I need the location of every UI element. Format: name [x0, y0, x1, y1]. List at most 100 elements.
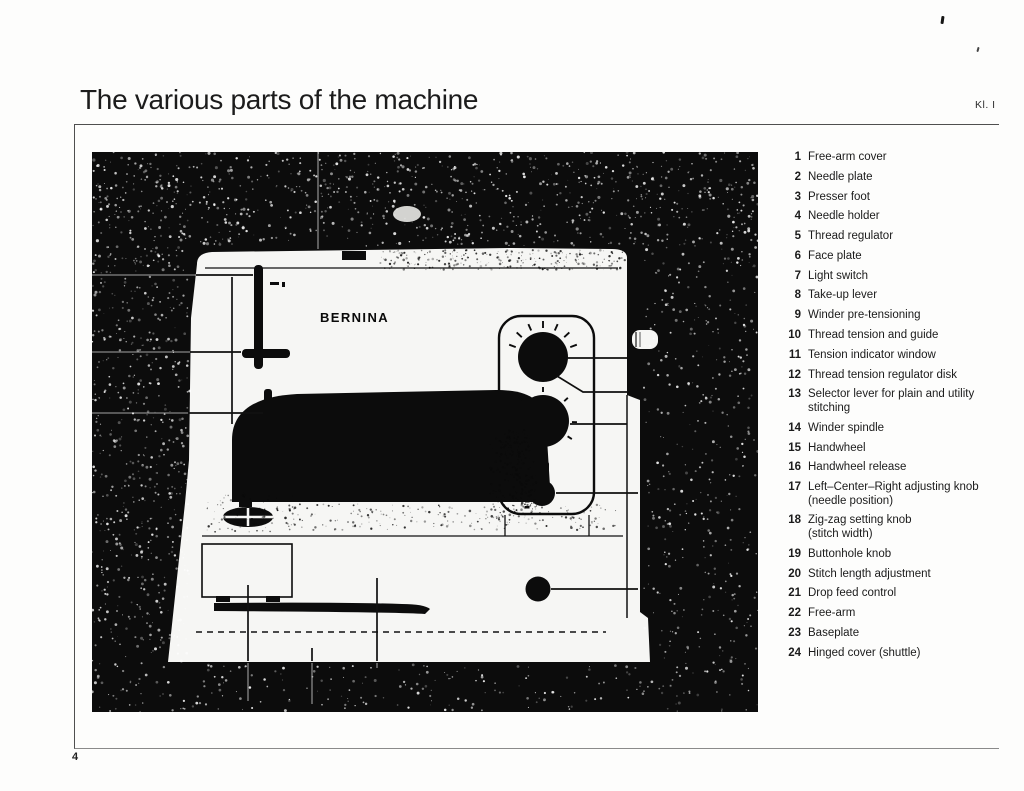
part-label: Tension indicator window: [808, 348, 936, 361]
part-label: Needle holder: [808, 210, 880, 223]
cover-tab: [216, 596, 230, 602]
part-number: 19: [788, 547, 801, 560]
thread-regulator-slot: [242, 349, 290, 358]
takeup-mark: [270, 282, 279, 285]
part-item: 14 Winder spindle: [784, 422, 1012, 436]
stitch-lever-stem: [536, 461, 549, 483]
part-number: 20: [788, 567, 801, 580]
needle-bar-rod: [243, 414, 248, 452]
part-number: 10: [788, 329, 801, 342]
part-item: 23 Baseplate: [784, 627, 1012, 641]
part-number: 5: [794, 230, 801, 243]
part-label: Stitch length adjustment: [808, 567, 931, 580]
cover-tab: [266, 596, 280, 602]
stitch-length-knob: [529, 480, 555, 506]
part-label: Free-arm: [808, 607, 856, 620]
part-item: 4 Needle holder: [784, 210, 1012, 224]
part-item: 12 Thread tension regulator disk: [784, 369, 1012, 383]
part-item: 21 Drop feed control: [784, 587, 1012, 601]
throat-shadow: [232, 390, 551, 502]
part-number: 2: [794, 170, 801, 183]
part-item: 9 Winder pre-tensioning: [784, 309, 1012, 323]
lever-scale-dashes: [525, 482, 530, 509]
presser-bar: [264, 389, 272, 423]
part-number: 17: [788, 481, 801, 494]
drop-feed-knob: [525, 576, 551, 602]
part-number: 14: [788, 421, 801, 434]
part-item: 16 Handwheel release: [784, 461, 1012, 475]
part-number: 9: [794, 309, 801, 322]
part-label: Left–Center–Right adjusting knob(needle …: [808, 481, 979, 507]
part-item: 2 Needle plate: [784, 171, 1012, 185]
photo-noise: [206, 248, 626, 533]
part-item: 11 Tension indicator window: [784, 349, 1012, 363]
part-label: Free-arm cover: [808, 151, 887, 163]
part-number: 22: [788, 607, 801, 620]
leader-lines-faint: [92, 152, 378, 704]
part-number: 15: [788, 441, 801, 454]
part-label: Face plate: [808, 249, 862, 262]
part-item: 22 Free-arm: [784, 607, 1012, 621]
part-item: 8 Take-up lever: [784, 289, 1012, 303]
part-item: 17 Left–Center–Right adjusting knob(need…: [784, 481, 1012, 508]
classification-code: Kl. I: [975, 99, 996, 111]
part-label: Baseplate: [808, 626, 860, 639]
part-number: 23: [788, 626, 801, 639]
page-title: The various parts of the machine: [80, 84, 479, 115]
part-number: 6: [794, 249, 801, 262]
winder-pretension-clamp: [342, 251, 366, 260]
part-item: 20 Stitch length adjustment: [784, 568, 1012, 582]
part-number: 7: [794, 269, 801, 282]
part-label: Presser foot: [808, 190, 870, 203]
bernina-logo: BERNINA: [320, 310, 389, 325]
page-number: 4: [72, 751, 79, 763]
part-number: 1: [794, 151, 801, 163]
part-number: 24: [788, 646, 801, 659]
part-label: Drop feed control: [808, 587, 897, 600]
control-panel: [497, 314, 596, 516]
leader-lines: [188, 274, 638, 661]
part-number: 11: [788, 348, 801, 361]
handwheel-knob: [632, 330, 658, 349]
part-label: Light switch: [808, 269, 869, 282]
part-label: Hinged cover (shuttle): [808, 646, 921, 659]
part-item: 6 Face plate: [784, 250, 1012, 264]
part-item: 24 Hinged cover (shuttle): [784, 647, 1012, 661]
part-label: Take-up lever: [808, 289, 878, 302]
part-item: 7 Light switch: [784, 270, 1012, 284]
part-number: 21: [788, 587, 801, 600]
knob-tick-marks: [508, 321, 578, 348]
free-arm-cover-plate: [201, 543, 293, 598]
part-number: 18: [788, 514, 801, 527]
takeup-mark: [282, 282, 285, 287]
part-label: Handwheel release: [808, 461, 907, 474]
take-up-lever-slot: [254, 265, 263, 369]
part-label: Handwheel: [808, 441, 866, 454]
part-item: 10 Thread tension and guide: [784, 329, 1012, 343]
part-item: 19 Buttonhole knob: [784, 548, 1012, 562]
part-label: Zig-zag setting knob(stitch width): [808, 514, 912, 541]
part-label: Needle plate: [808, 170, 873, 183]
selector-knob: [517, 395, 569, 447]
scan-artifact: [976, 46, 980, 53]
hinged-cover-slot: [214, 602, 430, 614]
winder-spindle-blob: [393, 206, 421, 222]
part-number: 4: [794, 210, 801, 223]
part-label: Buttonhole knob: [808, 547, 892, 560]
part-number: 16: [788, 461, 801, 474]
part-label: Thread regulator: [808, 230, 894, 243]
part-item: 15 Handwheel: [784, 442, 1012, 456]
knob-tick-marks: [508, 387, 578, 440]
part-label: Winder spindle: [808, 421, 885, 434]
photo-noise: [92, 152, 758, 712]
part-number: 13: [788, 388, 801, 401]
part-number: 8: [794, 289, 801, 302]
tension-regulator-knob: [518, 332, 568, 382]
part-label: Thread tension and guide: [808, 329, 939, 342]
parts-list: 1 Free-arm cover 2 Needle plate 3 Presse…: [784, 151, 1012, 667]
part-number: 12: [788, 368, 801, 381]
machine-photo: BERNINA: [92, 152, 758, 712]
